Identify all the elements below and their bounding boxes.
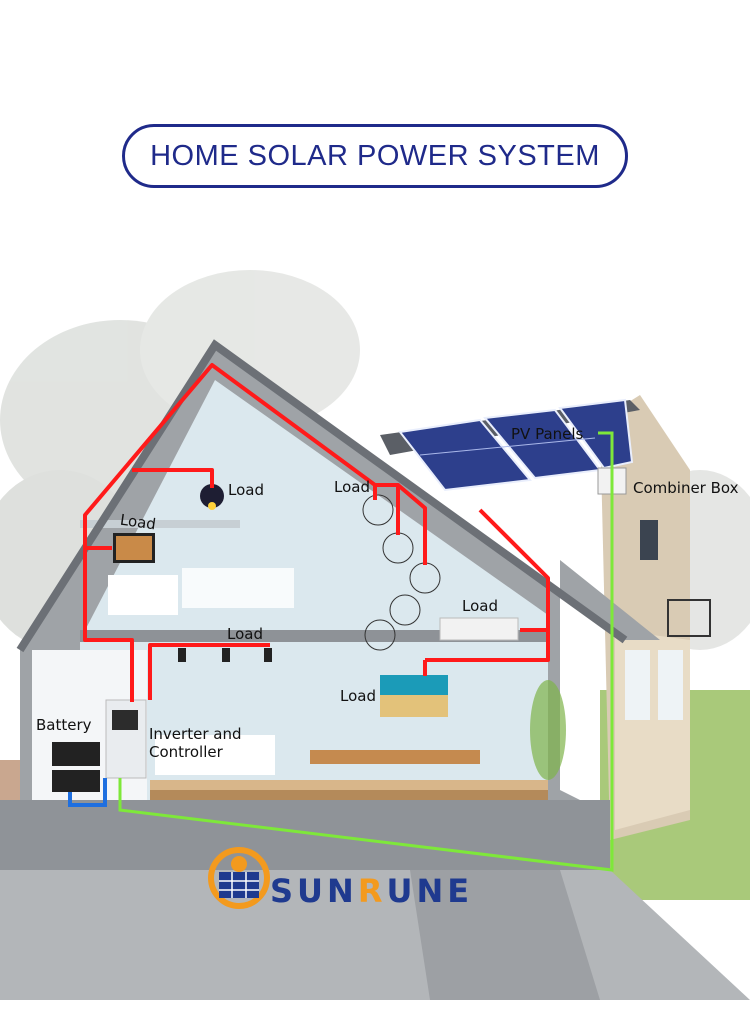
brand-name-part: UNE [386, 872, 473, 910]
load-label-ac: Load [462, 597, 498, 615]
brand-name-accent: R [358, 872, 387, 910]
pv-panels-graphic [400, 400, 632, 490]
pv-panels-label: PV Panels [511, 425, 583, 443]
combiner-box-label: Combiner Box [633, 479, 739, 497]
load-label-pendant: Load [334, 478, 370, 496]
battery-label: Battery [36, 716, 92, 734]
load-label-bulb: Load [228, 481, 264, 499]
load-label-tv: Load [340, 687, 376, 705]
load-label-spotlights: Load [227, 625, 263, 643]
inverter-label: Inverter and Controller [149, 725, 241, 761]
brand-name-part: SUN [270, 872, 358, 910]
brand-name: SUNRUNE [270, 872, 473, 910]
